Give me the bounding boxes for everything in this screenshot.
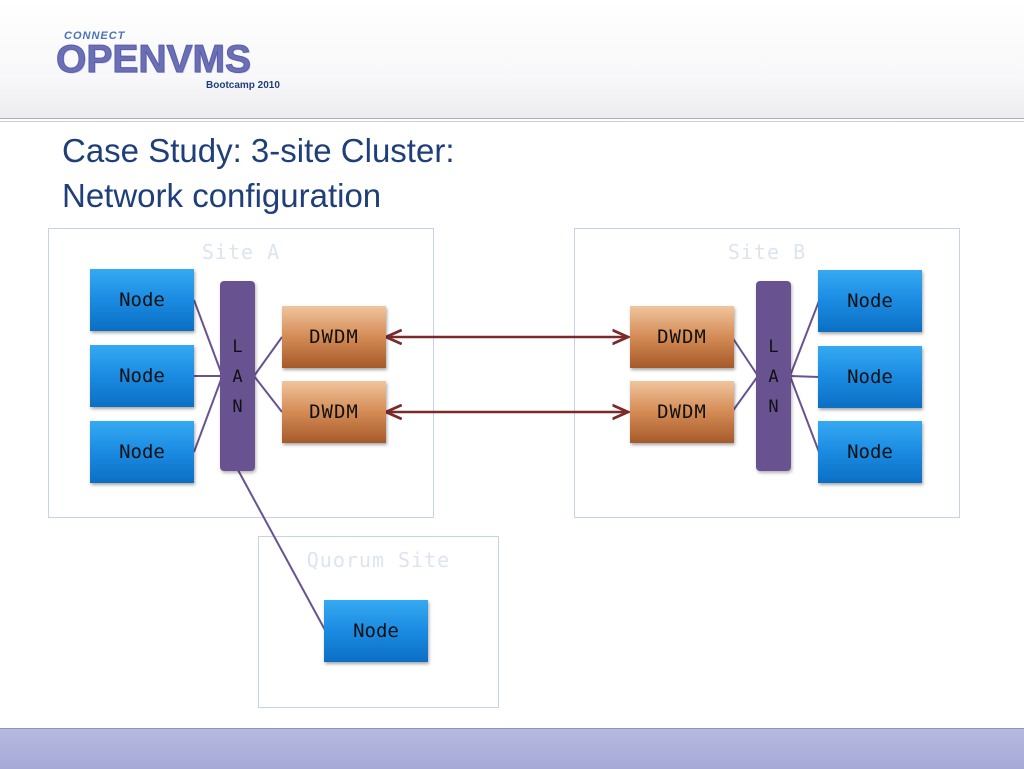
site-a-node-3: Node <box>90 421 194 483</box>
quorum-link <box>237 469 326 631</box>
title-line-2: Network configuration <box>62 177 382 214</box>
slide-footer <box>0 728 1024 769</box>
logo-subtitle: Bootcamp 2010 <box>206 80 280 91</box>
site-a-lan: L A N <box>220 281 255 471</box>
site-b-node-1: Node <box>818 270 922 332</box>
site-b-dwdm-2-link <box>731 375 759 413</box>
site-b-lan-letter-l: L <box>768 337 779 357</box>
site-b-lan-letter-n: N <box>768 397 779 417</box>
site-a-dwdm-2-link <box>253 375 283 413</box>
quorum-node: Node <box>324 600 428 662</box>
site-a-node-1: Node <box>90 269 194 331</box>
site-a-lan-letter-l: L <box>232 337 243 357</box>
site-b-dwdm-1: DWDM <box>630 306 734 368</box>
site-b-node-2: Node <box>818 346 922 408</box>
slide-header <box>0 0 1024 118</box>
site-a-dwdm-1: DWDM <box>282 306 386 368</box>
site-a-dwdm-2: DWDM <box>282 381 386 443</box>
site-b-label: Site B <box>727 240 807 264</box>
site-b-node-2-link <box>789 375 820 378</box>
site-a-lan-letter-a: A <box>232 367 243 387</box>
slide-title: Case Study: 3-site Cluster: Network conf… <box>62 128 455 218</box>
logo-connect-text: CONNECT <box>64 30 126 42</box>
site-a-node-3-link <box>193 376 223 453</box>
site-a-node-1-link <box>193 299 223 376</box>
site-a-lan-letter-n: N <box>232 397 243 417</box>
site-a-label: Site A <box>201 240 281 264</box>
site-b-lan-letter-a: A <box>768 367 779 387</box>
header-divider <box>0 118 1024 122</box>
openvms-logo: CONNECT OPENVMS Bootcamp 2010 <box>55 30 296 95</box>
site-b-dwdm-1-link <box>731 336 759 377</box>
site-a-node-2: Node <box>90 345 194 407</box>
site-b-node-3: Node <box>818 421 922 483</box>
site-b-lan: L A N <box>756 281 791 471</box>
site-b-node-3-link <box>789 375 820 453</box>
site-b-dwdm-2: DWDM <box>630 381 734 443</box>
quorum-site-label: Quorum Site <box>306 548 451 572</box>
site-b-node-1-link <box>789 300 820 377</box>
logo-main-text: OPENVMS <box>55 38 252 82</box>
title-line-1: Case Study: 3-site Cluster: <box>62 132 455 169</box>
site-a-dwdm-1-link <box>253 336 283 377</box>
